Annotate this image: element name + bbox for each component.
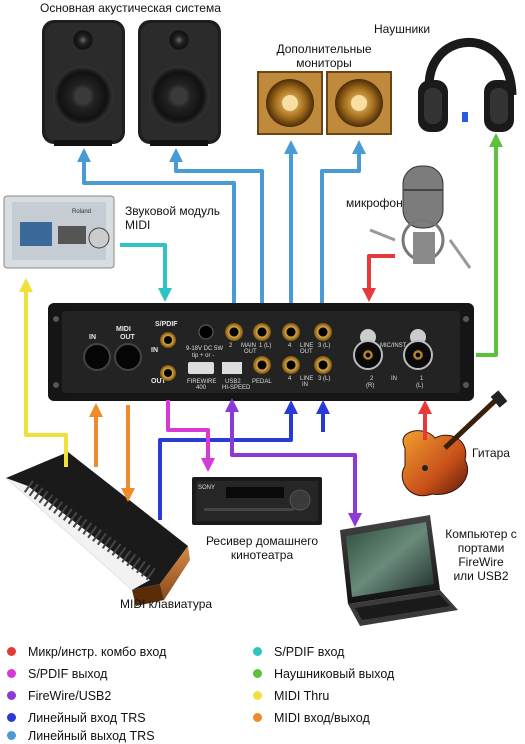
extra-monitors (257, 71, 392, 135)
svg-text:2: 2 (229, 343, 233, 349)
label-receiver-line1: Ресивер домашнего (205, 534, 319, 548)
cables (19, 133, 503, 527)
svg-text:FIREWIRE: FIREWIRE (187, 379, 216, 385)
label-receiver-line2: кинотеатра (230, 548, 294, 562)
laptop-image (340, 515, 458, 626)
svg-text:1 (L): 1 (L) (259, 343, 271, 349)
svg-text:1: 1 (420, 376, 424, 382)
label-midi-module-line2: MIDI (125, 218, 151, 232)
guitar-image (401, 390, 508, 497)
svg-text:MIDI: MIDI (116, 326, 131, 333)
svg-text:HI-SPEED: HI-SPEED (222, 385, 251, 391)
svg-text:OUT: OUT (151, 378, 167, 385)
label-computer-line3: FireWire (458, 555, 504, 569)
audio-interface: MIDI IN OUT S/PDIF IN OUT 9-18V DC 5W ti… (48, 303, 474, 401)
svg-text:OUT: OUT (120, 334, 136, 341)
svg-text:PEDAL: PEDAL (252, 379, 272, 385)
svg-text:3 (L): 3 (L) (318, 343, 330, 349)
svg-text:4: 4 (288, 376, 292, 382)
roland-logo: Roland (72, 209, 91, 215)
svg-text:3 (L): 3 (L) (318, 376, 330, 382)
svg-text:MAIN: MAIN (241, 343, 256, 349)
label-guitar: Гитара (472, 446, 510, 460)
svg-text:2: 2 (370, 376, 374, 382)
cable-mic (367, 254, 395, 290)
svg-text:tip + or -: tip + or - (192, 353, 214, 359)
svg-text:USB2: USB2 (225, 379, 241, 385)
speaker-right (138, 20, 221, 146)
headphones-image (418, 38, 517, 132)
svg-text:IN: IN (151, 347, 158, 354)
label-computer-line1: Компьютер с (445, 527, 517, 541)
cable-headphones (476, 145, 498, 357)
svg-text:(R): (R) (366, 383, 374, 389)
svg-text:9-18V DC 5W: 9-18V DC 5W (186, 346, 223, 352)
midi-sound-module: Roland (3, 195, 115, 269)
cable-spdif-out (166, 400, 210, 460)
midi-keyboard-image (6, 452, 190, 606)
label-computer-line4: или USB2 (453, 569, 509, 583)
label-headphones: Наушники (374, 22, 431, 36)
svg-text:OUT: OUT (300, 349, 313, 355)
svg-text:S/PDIF: S/PDIF (155, 321, 178, 328)
home-theater-receiver-image: SONY (192, 477, 322, 525)
cable-midi-thru (24, 290, 68, 467)
cable-line-in-4 (158, 412, 293, 520)
cable-spdif-in (120, 243, 167, 290)
svg-text:OUT: OUT (244, 349, 257, 355)
svg-text:IN: IN (89, 334, 96, 341)
svg-text:IN: IN (391, 376, 397, 382)
main-speakers (42, 20, 221, 146)
label-extra-monitors-line1: Дополнительные (276, 42, 372, 56)
svg-text:(L): (L) (416, 383, 423, 389)
sony-logo: SONY (198, 485, 215, 491)
svg-text:LINE: LINE (300, 343, 313, 349)
cable-main-out-left (82, 158, 236, 303)
cable-firewire (230, 405, 357, 515)
microphone-image (369, 165, 472, 269)
svg-text:LINE: LINE (300, 376, 313, 382)
cable-main-out-right (174, 158, 264, 303)
label-microphone: микрофон (346, 196, 403, 210)
label-midi-keyboard: MIDI клавиатура (120, 597, 213, 611)
svg-text:4: 4 (288, 343, 292, 349)
svg-text:MIC/INST: MIC/INST (380, 343, 407, 349)
svg-text:IN: IN (302, 382, 308, 388)
cable-line-out-3 (320, 150, 361, 303)
label-computer-line2: портами (457, 541, 505, 555)
speaker-left (42, 20, 125, 146)
label-midi-module-line1: Звуковой модуль (125, 204, 221, 218)
svg-text:400: 400 (196, 385, 207, 391)
label-main-speakers: Основная акустическая система (40, 1, 221, 15)
label-extra-monitors-line2: мониторы (296, 56, 352, 70)
